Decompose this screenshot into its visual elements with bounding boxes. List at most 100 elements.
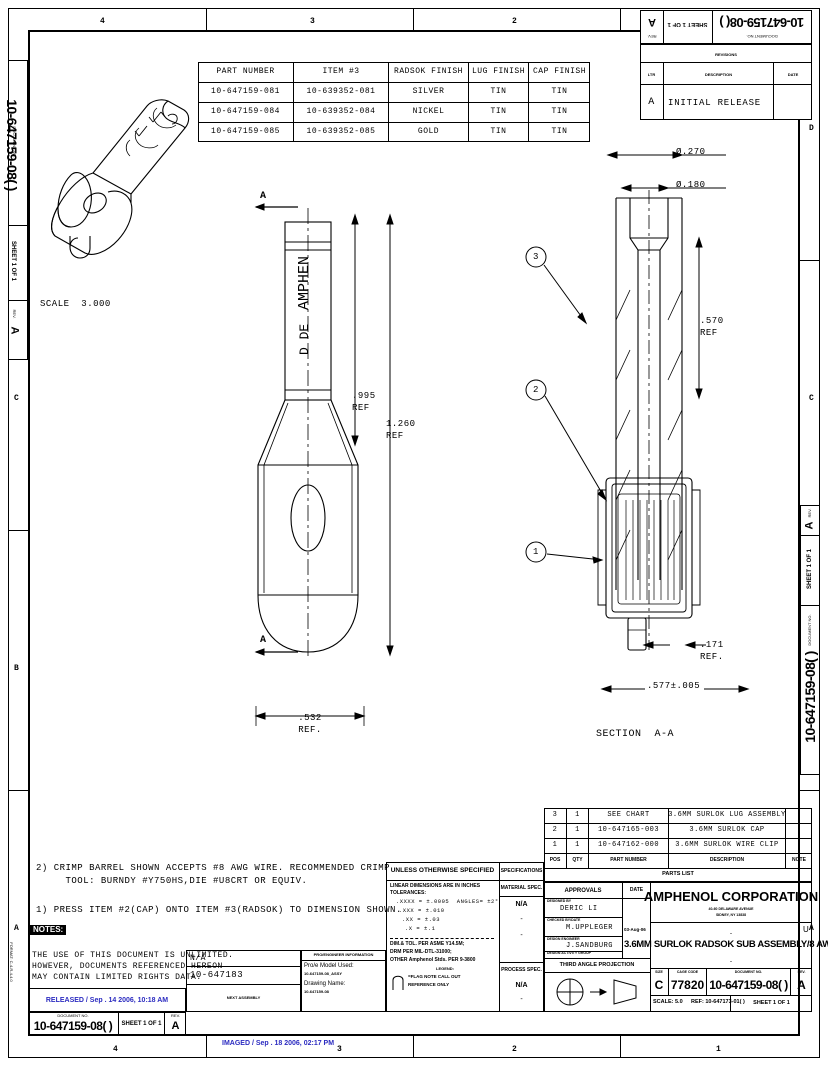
tolerance-x: .X = ±.1 — [405, 925, 436, 932]
dim-570-label: .570 REF — [700, 316, 724, 338]
zone-number-bottom-3: 3 — [337, 1045, 343, 1054]
material-spec-label: MATERIAL SPEC. — [500, 885, 543, 891]
tolerance-line2: TOLERANCES: — [390, 890, 427, 896]
zone-number-top-4: 4 — [100, 17, 106, 26]
chart-row1-lug-finish: TIN — [490, 87, 507, 96]
tolerance-legend-title: LEGEND: — [436, 966, 454, 971]
inverted-docno: 10-647159-08( ) — [719, 15, 805, 30]
chart-header-sep — [198, 82, 590, 83]
left-edge-title-block — [8, 60, 28, 360]
tol-col-sep — [499, 862, 500, 1012]
dim-dia180-line — [620, 184, 726, 192]
bl-docno: 10-647159-08( ) — [33, 1019, 113, 1033]
spec-proc-sep — [499, 962, 544, 963]
front-view: AMPHEN D DE — [257, 208, 359, 658]
revisions-title-sep — [640, 62, 812, 63]
size-col-sep-2 — [706, 968, 707, 995]
released-stamp: RELEASED / Sep . 14 2006, 10:18 AM — [45, 996, 169, 1004]
company-name: AMPHENOL CORPORATION — [643, 888, 819, 904]
balloon-3 — [525, 246, 588, 325]
proe-title: PRO/ENGINEER INFORMATION — [313, 952, 374, 957]
zone-divider-left-3 — [8, 790, 28, 791]
tolerance-legend2: REFERENCE ONLY — [408, 982, 450, 987]
right-edge-title-block — [800, 505, 820, 775]
revisions-row-ltr: A — [648, 97, 655, 108]
main-title-block — [544, 882, 812, 1012]
dim-1260-label: 1.260 REF — [386, 419, 416, 441]
revisions-header-description: DESCRIPTION — [704, 71, 733, 77]
size-label: SIZE — [655, 969, 663, 974]
u-mark: U — [803, 925, 809, 934]
section-cut-bottom-label: A — [260, 635, 267, 646]
approvals-row-3 — [544, 951, 622, 952]
section-bore — [629, 198, 669, 580]
bl-rev-caption: REV. — [171, 1012, 180, 1018]
dim-577-label: .577±.005 — [645, 681, 703, 691]
right-edge-divider-2 — [800, 605, 820, 606]
zone-divider-left-2 — [8, 530, 28, 531]
zone-letter-right-d: D — [809, 124, 815, 133]
chart-row3-lug-finish: TIN — [490, 127, 507, 136]
approval-name-1: DERIC LI — [560, 905, 598, 913]
bottom-left-title-block — [28, 1012, 186, 1036]
right-edge-rev: A — [803, 521, 816, 530]
chart-header-item3: ITEM #3 — [322, 67, 360, 76]
inverted-sheet: SHEET 1 OF 1 — [667, 21, 708, 27]
projection-label: THIRD ANGLE PROJECTION — [559, 962, 635, 969]
title-rev-value: A — [797, 977, 806, 992]
title-sheet-value: SHEET 1 OF 1 — [753, 999, 790, 1006]
tolerance-legend1: =FLAG NOTE CALL OUT — [408, 974, 461, 979]
right-edge-sheet: SHEET 1 OF 1 — [807, 549, 813, 590]
material-spec-dash1: - — [520, 915, 523, 923]
next-assembly-number: 10-647183 — [190, 970, 244, 980]
chart-row2-item3: 10-639352-084 — [306, 107, 376, 116]
approval-role-3: DESIGN ENGINEER — [547, 937, 580, 941]
iso-lug-hole — [83, 192, 107, 214]
process-spec-value: N/A — [515, 981, 528, 989]
projection-label-sep — [544, 972, 650, 973]
section-view — [597, 190, 701, 651]
pl-header-qty: QTY — [572, 857, 583, 863]
flag-note-symbol — [392, 975, 404, 990]
size-row-sep — [650, 995, 812, 996]
scale-col-sep — [730, 995, 731, 1012]
bl-sheet: SHEET 1 OF 1 — [121, 1021, 162, 1027]
iso-base-pin — [69, 236, 91, 259]
chart-col-sep-2 — [388, 62, 389, 142]
next-asm-sep-2 — [186, 984, 301, 985]
revisions-title: REVISIONS — [715, 51, 737, 57]
zone-number-top-3: 3 — [310, 17, 316, 26]
cage-code-value: 77820 — [670, 977, 705, 992]
zone-divider-bottom-3 — [620, 1036, 621, 1058]
left-edge-divider-1 — [8, 225, 28, 226]
chart-row2-radsok-finish: NICKEL — [412, 107, 445, 116]
revisions-header-ltr: LTR — [647, 71, 656, 77]
approval-role-2: CHECKED BY/DATE — [547, 918, 581, 922]
proe-drawing-value: 10-647159-08 — [304, 989, 329, 994]
section-aa-label: SECTION A-A — [596, 729, 675, 740]
zone-letter-right-c: C — [809, 394, 815, 403]
tolerance-xxx: .XXX = ±.010 — [399, 907, 445, 914]
tolerance-dash-sep — [390, 938, 494, 939]
ref-value: REF: 10-647173-01( ) — [691, 999, 745, 1005]
chart-col-sep-1 — [293, 62, 294, 142]
approvals-row-2 — [544, 936, 622, 937]
approvals-date-col — [622, 882, 623, 958]
chart-col-sep-4 — [528, 62, 529, 142]
section-wire-clip — [627, 617, 647, 651]
inverted-strip-div-1 — [663, 10, 664, 44]
chart-row3-radsok-finish: GOLD — [417, 127, 440, 136]
dim-532-label: .532 REF. — [298, 713, 322, 735]
right-edge-docno: 10-647159-08( ) — [802, 651, 818, 743]
proe-drawing-label: Drawing Name: — [304, 981, 346, 987]
imaged-stamp: IMAGED / Sep . 18 2006, 02:17 PM — [222, 1040, 335, 1047]
zone-divider-right-3 — [800, 790, 820, 791]
pl-header-part-number: PART NUMBER — [610, 857, 647, 863]
company-address-2: SIDNEY, NY 13838 — [715, 912, 747, 917]
title-dot-bottom: . — [729, 953, 733, 964]
approvals-date-title: DATE — [629, 887, 644, 893]
approvals-bottom-sep — [544, 958, 650, 959]
revisions-header-sep — [640, 84, 812, 85]
zone-divider-right-1 — [800, 260, 820, 261]
